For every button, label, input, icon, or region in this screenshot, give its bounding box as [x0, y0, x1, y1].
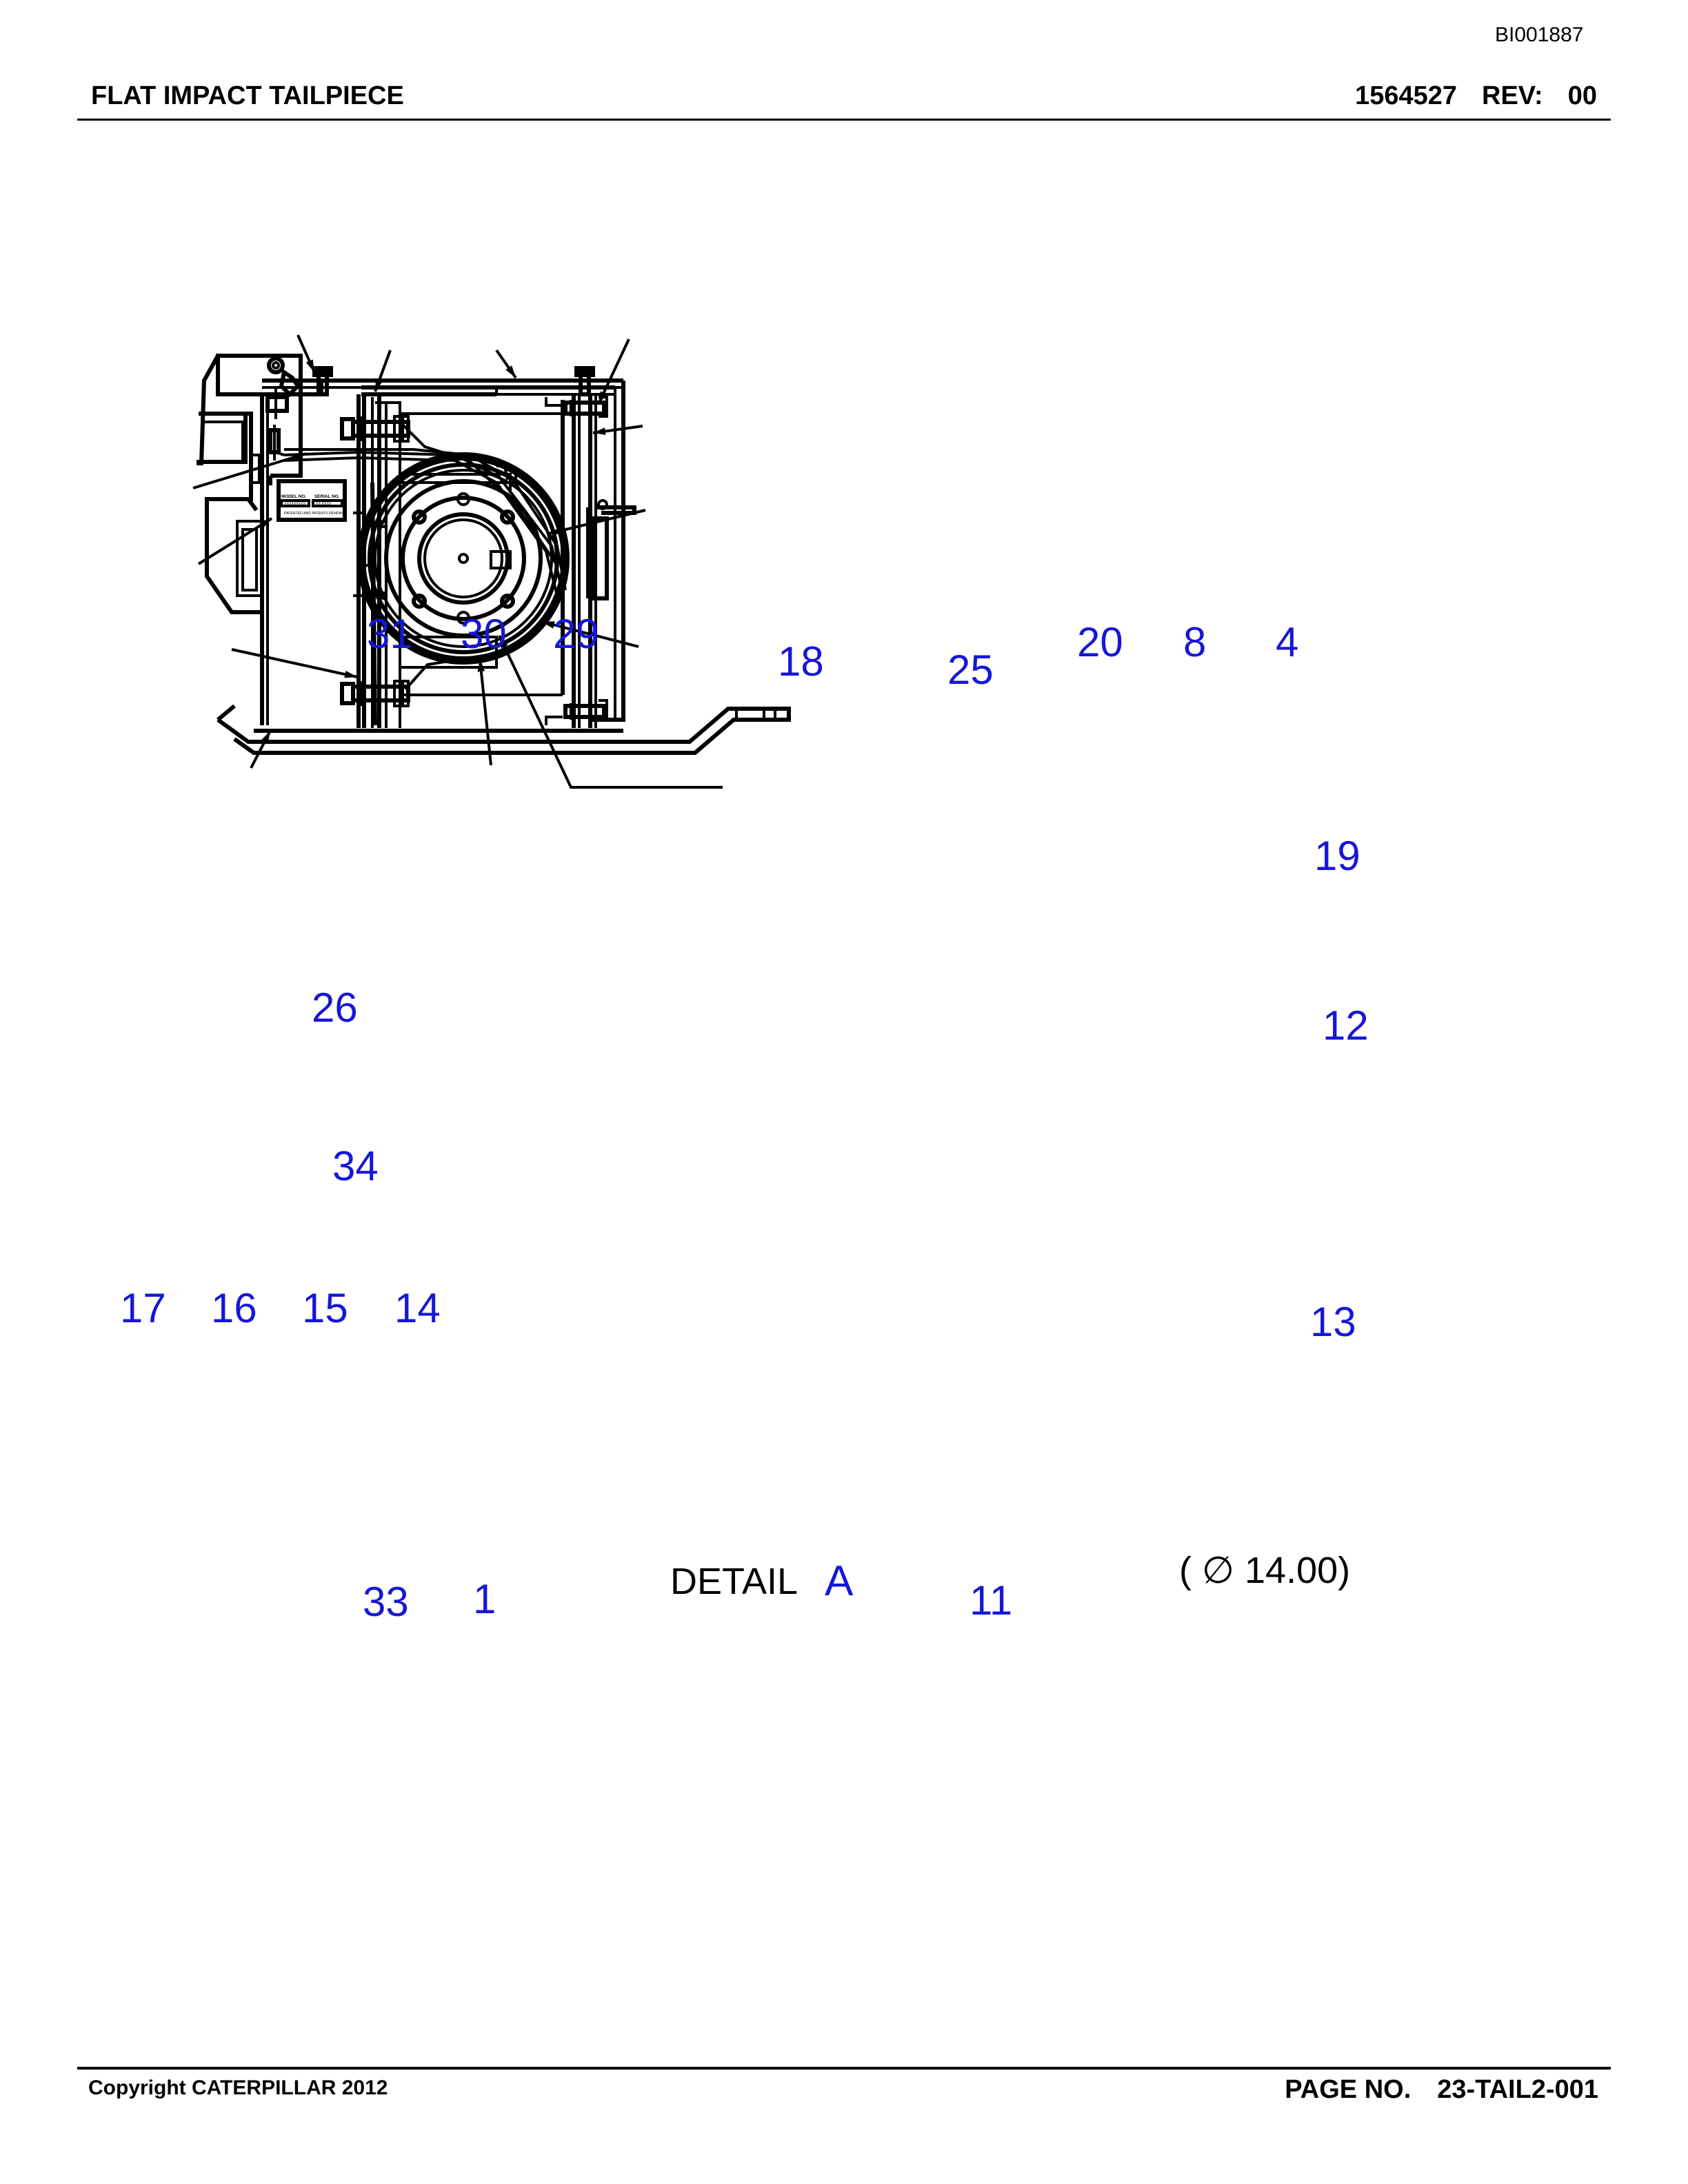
page-title: FLAT IMPACT TAILPIECE [91, 81, 404, 110]
callout-numbers: 31 30 29 18 25 20 8 4 19 26 12 34 17 16 … [120, 611, 1369, 1625]
dimension-label: ( ∅ 14.00) [1179, 1550, 1350, 1591]
callout-4: 4 [1276, 619, 1298, 665]
callout-20: 20 [1077, 619, 1123, 665]
callout-11: 11 [969, 1577, 1012, 1624]
callout-33: 33 [363, 1579, 409, 1625]
document-id: BI001887 [1495, 23, 1584, 46]
header-rule [77, 119, 1611, 121]
callout-31: 31 [367, 611, 413, 657]
machine-frame [197, 354, 791, 755]
page-value: 23-TAIL2-001 [1437, 2075, 1598, 2104]
detail-letter: A [825, 1557, 854, 1605]
callout-14: 14 [394, 1285, 441, 1331]
callout-8: 8 [1183, 619, 1206, 665]
leader-lines [192, 334, 723, 789]
plate-patent-text: PATENTED AND PATENTS PENDING [284, 512, 345, 516]
plate-model-value: XXXXXXXXX [284, 502, 306, 506]
part-number: 1564527 [1355, 81, 1458, 110]
nameplate: MODEL NO. SERIAL NO. XXXXXXXXX XX-XXXX P… [277, 479, 347, 522]
copyright-notice: Copyright CATERPILLAR 2012 [88, 2076, 388, 2099]
callout-30: 30 [461, 611, 507, 657]
rev-label: REV: [1482, 81, 1543, 110]
footer-rule [77, 2067, 1611, 2070]
callout-29: 29 [553, 611, 599, 657]
detail-label: DETAIL [670, 1561, 798, 1602]
plate-serial-value: XX-XXXX [316, 502, 332, 506]
callout-16: 16 [211, 1285, 257, 1331]
callout-19: 19 [1314, 833, 1360, 879]
callout-18: 18 [778, 638, 824, 685]
callout-1: 1 [473, 1576, 496, 1622]
callout-15: 15 [302, 1285, 348, 1331]
callout-26: 26 [312, 984, 358, 1031]
page-number-block: PAGE NO. 23-TAIL2-001 [1285, 2075, 1598, 2105]
plate-serial-label: SERIAL NO. [314, 494, 340, 499]
callout-17: 17 [120, 1285, 166, 1331]
callout-34: 34 [332, 1143, 379, 1189]
bolts [265, 356, 608, 721]
part-revision-block: 1564527 REV: 00 [1330, 81, 1597, 111]
pulley-assembly [357, 452, 570, 691]
rev-value: 00 [1567, 81, 1597, 110]
plate-model-label: MODEL NO. [281, 494, 306, 499]
callout-25: 25 [947, 647, 994, 693]
callout-12: 12 [1323, 1002, 1369, 1049]
page-label: PAGE NO. [1285, 2075, 1411, 2104]
callout-13: 13 [1310, 1299, 1356, 1345]
